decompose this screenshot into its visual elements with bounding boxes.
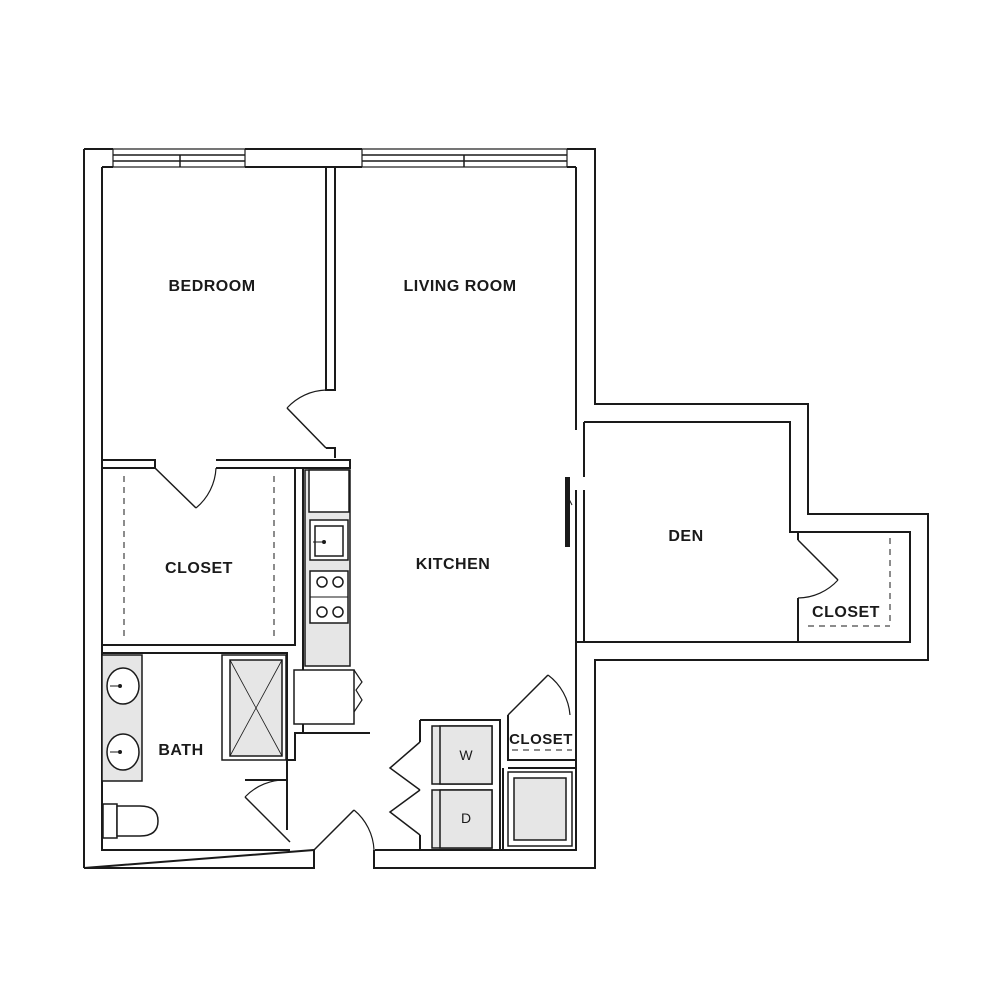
label-closet-bedroom: CLOSET bbox=[165, 560, 233, 577]
window-bedroom bbox=[112, 148, 246, 168]
dryer-label: D bbox=[461, 810, 471, 826]
label-bath: BATH bbox=[158, 742, 203, 759]
label-bedroom: BEDROOM bbox=[168, 278, 255, 295]
label-closet-den: CLOSET bbox=[812, 604, 880, 621]
label-closet-hall: CLOSET bbox=[509, 731, 573, 748]
label-den: DEN bbox=[668, 528, 703, 545]
sink-1 bbox=[106, 667, 140, 705]
label-living-room: LIVING ROOM bbox=[403, 278, 516, 295]
kitchen-counter bbox=[293, 469, 363, 725]
closet-shelves bbox=[123, 476, 891, 751]
label-kitchen: KITCHEN bbox=[416, 556, 491, 573]
dryer: D bbox=[431, 789, 493, 849]
sink-2 bbox=[106, 733, 140, 771]
bath-vanity bbox=[101, 654, 143, 782]
washer-label: W bbox=[459, 747, 473, 763]
refrigerator bbox=[293, 669, 355, 725]
doors bbox=[154, 389, 839, 851]
window-living-room bbox=[361, 148, 568, 168]
shower bbox=[221, 654, 287, 761]
washer: W bbox=[431, 725, 493, 785]
toilet bbox=[102, 803, 159, 839]
room-labels: BEDROOM LIVING ROOM CLOSET KITCHEN DEN C… bbox=[158, 278, 880, 759]
exterior-walls bbox=[83, 148, 929, 869]
water-heater bbox=[507, 771, 573, 847]
